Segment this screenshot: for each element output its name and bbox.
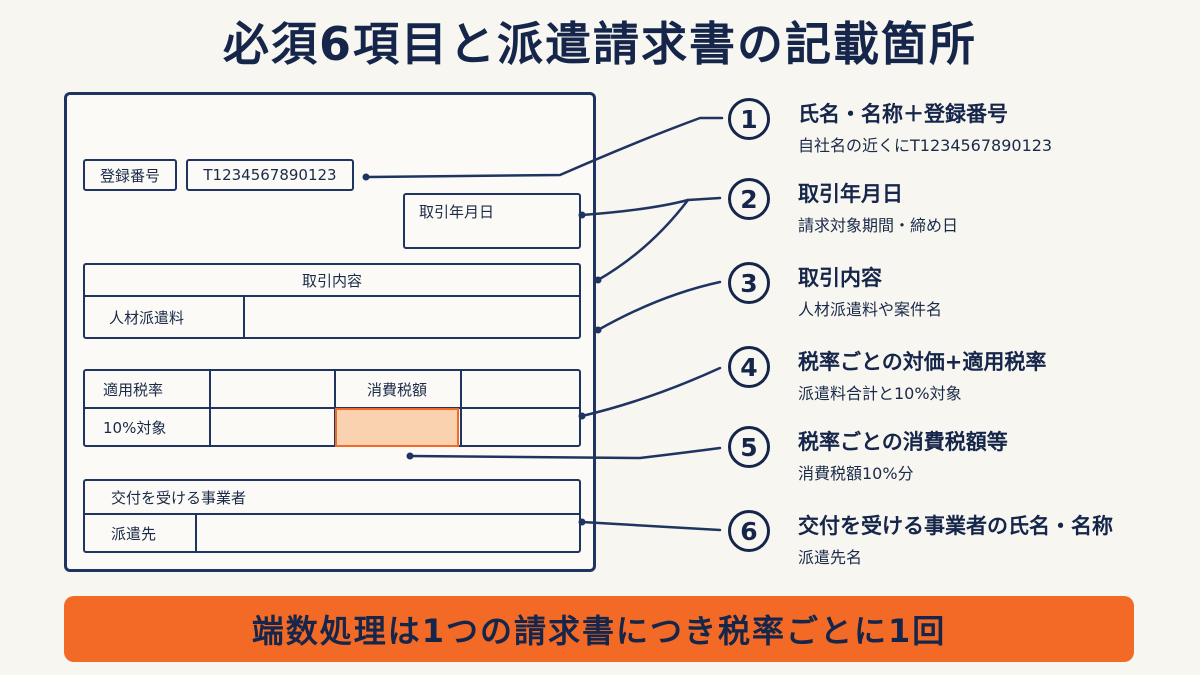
transaction-content-item: 人材派遣料	[109, 308, 185, 327]
requirement-description: 人材派遣料や案件名	[798, 300, 943, 319]
requirement-description: 派遣料合計と10%対象	[798, 384, 962, 403]
tax-table: 適用税率 消費税額 10%対象	[83, 369, 581, 447]
connector-4	[580, 366, 722, 418]
tax-rate-value: 10%対象	[103, 418, 167, 437]
number-badge: 5	[728, 426, 770, 468]
tax-rate-label: 適用税率	[103, 380, 164, 399]
registration-label: 登録番号	[99, 166, 160, 185]
requirement-title: 氏名・名称＋登録番号	[798, 102, 1008, 126]
requirement-description: 自社名の近くにT1234567890123	[798, 136, 1053, 155]
requirement-title: 税率ごとの消費税額等	[798, 430, 1008, 454]
number-badge: 4	[728, 346, 770, 388]
recipient-table: 交付を受ける事業者 派遣先	[83, 479, 581, 553]
registration-label-box: 登録番号	[83, 159, 177, 191]
tax-amount-highlight	[335, 408, 459, 447]
requirement-title: 税率ごとの対価+適用税率	[798, 350, 1047, 374]
requirement-description: 請求対象期間・締め日	[798, 216, 959, 235]
requirement-title: 交付を受ける事業者の氏名・名称	[798, 514, 1113, 538]
requirement-description: 消費税額10%分	[798, 464, 914, 483]
registration-number-box: T1234567890123	[186, 159, 354, 191]
transaction-content-header: 取引内容	[301, 271, 362, 290]
number-badge: 3	[728, 262, 770, 304]
number-badge: 2	[728, 178, 770, 220]
registration-number: T1234567890123	[203, 166, 337, 184]
requirement-item-4: 4 税率ごとの対価+適用税率 派遣料合計と10%対象	[728, 344, 1188, 414]
divider	[85, 295, 579, 297]
tax-amount-label: 消費税額	[366, 380, 427, 399]
requirement-description: 派遣先名	[798, 548, 863, 567]
requirement-item-3: 3 取引内容 人材派遣料や案件名	[728, 260, 1188, 330]
requirement-title: 取引内容	[798, 266, 882, 290]
connector-2b	[596, 198, 690, 282]
requirement-item-2: 2 取引年月日 請求対象期間・締め日	[728, 176, 1188, 246]
requirement-item-5: 5 税率ごとの消費税額等 消費税額10%分	[728, 424, 1188, 494]
transaction-date-box: 取引年月日	[403, 193, 581, 249]
recipient-value: 派遣先	[111, 524, 157, 543]
divider	[243, 295, 245, 337]
divider	[460, 371, 462, 445]
invoice-document: 登録番号 T1234567890123 取引年月日 取引内容 人材派遣料 適用税…	[64, 92, 596, 572]
number-badge: 6	[728, 510, 770, 552]
transaction-date-label: 取引年月日	[419, 202, 495, 221]
connector-2a	[580, 196, 722, 217]
connector-6	[580, 520, 722, 532]
divider	[85, 513, 579, 515]
divider	[195, 513, 197, 551]
number-badge: 1	[728, 98, 770, 140]
divider	[85, 407, 579, 409]
divider	[209, 371, 211, 445]
page-title: 必須6項目と派遣請求書の記載箇所	[222, 17, 977, 71]
requirement-title: 取引年月日	[798, 182, 903, 206]
recipient-header: 交付を受ける事業者	[111, 488, 247, 507]
requirement-item-1: 1 氏名・名称＋登録番号 自社名の近くにT1234567890123	[728, 96, 1188, 166]
transaction-content-table: 取引内容 人材派遣料	[83, 263, 581, 339]
requirement-item-6: 6 交付を受ける事業者の氏名・名称 派遣先名	[728, 508, 1188, 578]
rounding-rule-banner: 端数処理は1つの請求書につき税率ごとに1回	[64, 596, 1134, 662]
connector-3	[596, 280, 722, 332]
